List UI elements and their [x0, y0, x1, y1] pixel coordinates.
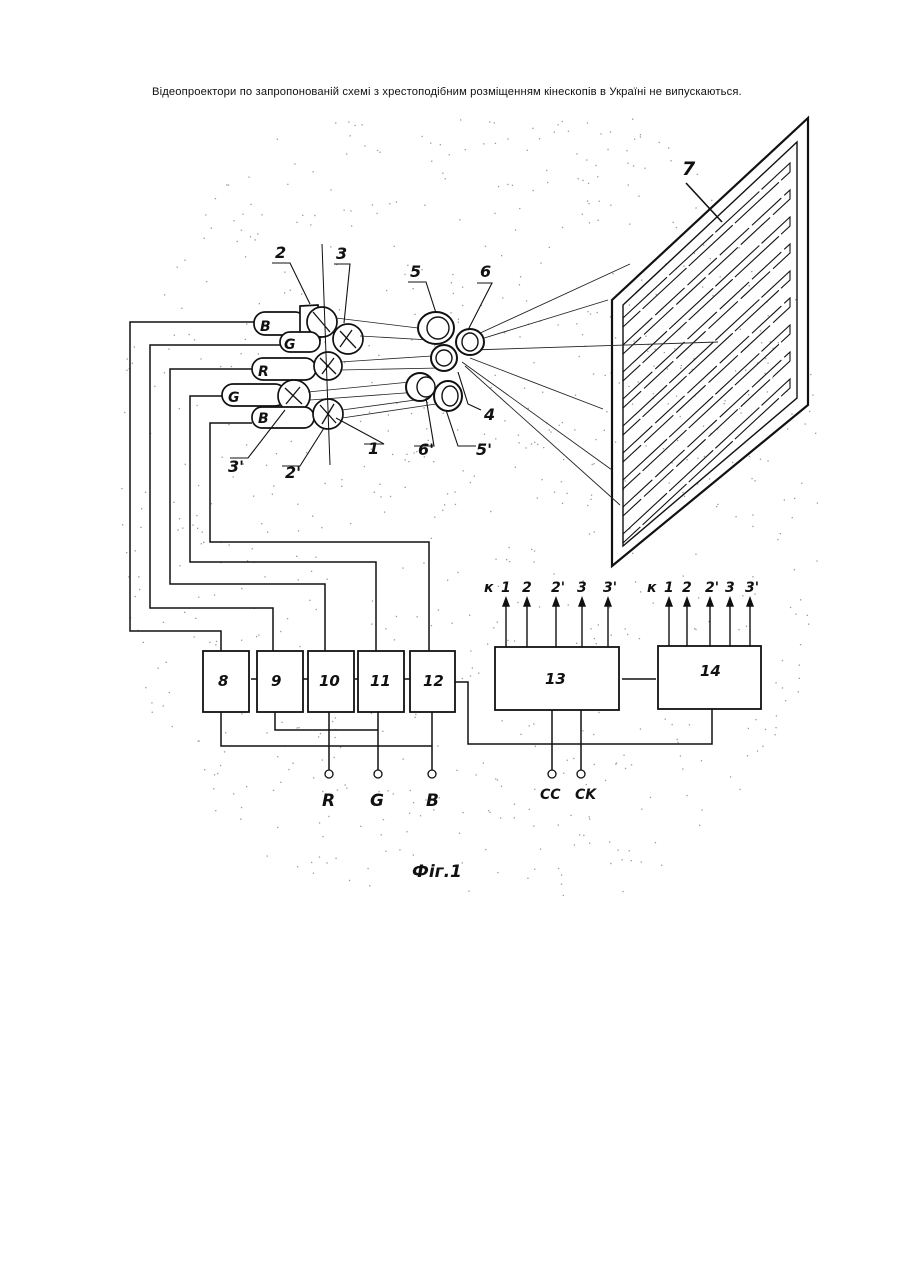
block-14-output-label: 2': [705, 580, 719, 596]
block-14-output-label: к: [647, 580, 657, 596]
block-10-label: 10: [319, 672, 340, 690]
label-screen-7: 7: [682, 158, 696, 180]
tube-label-g-top: G: [284, 337, 296, 353]
tube-label-b-lower: B: [258, 411, 269, 427]
label-tube-1: 1: [368, 439, 379, 458]
screen-stripes: [623, 163, 790, 543]
block-13-output-label: 3': [603, 580, 617, 596]
block-9-label: 9: [271, 672, 281, 690]
control-blocks: [203, 646, 761, 712]
input-terminals: [325, 770, 585, 778]
block-14-label: 14: [700, 662, 721, 680]
tube-label-b-top: B: [260, 319, 271, 335]
tube-label-g-lower: G: [228, 390, 240, 406]
kinescopes: [222, 244, 363, 465]
block-13-output-label: 2': [551, 580, 565, 596]
label-objective-5: 5: [410, 262, 421, 281]
block-12-label: 12: [423, 672, 444, 690]
block-13-output-label: 3: [577, 580, 587, 596]
label-tube-3: 3: [336, 244, 347, 263]
block-11-label: 11: [370, 672, 391, 690]
projection-rays: [462, 264, 718, 505]
block-13-label: 13: [545, 670, 566, 688]
input-r-label: R: [322, 791, 335, 811]
block-14-output-label: 3: [725, 580, 735, 596]
figure-caption: Фіг.1: [412, 862, 462, 882]
label-objective-6prime: 6': [418, 440, 434, 459]
label-tube-3prime: 3': [228, 457, 244, 476]
label-objective-4: 4: [483, 405, 495, 424]
tube-label-r: R: [258, 364, 269, 380]
block-14-output-label: 2: [682, 580, 692, 596]
block-14-output-label: 3': [745, 580, 759, 596]
input-g-label: G: [370, 791, 384, 811]
objective-lenses: [406, 312, 484, 411]
label-objective-5prime: 5': [476, 440, 492, 459]
scan-speckle: [121, 119, 818, 897]
label-tube-2prime: 2': [285, 463, 301, 482]
input-cc-label: CC: [540, 787, 561, 803]
block-13-output-label: 2: [522, 580, 532, 596]
block-13-output-label: 1: [501, 580, 511, 596]
input-ck-label: CK: [575, 787, 597, 803]
block-13-output-label: к: [484, 580, 494, 596]
label-tube-2: 2: [275, 243, 286, 262]
output-arrows: [503, 598, 753, 647]
input-b-label: B: [426, 791, 439, 811]
block-8-label: 8: [218, 672, 228, 690]
label-objective-6: 6: [480, 262, 491, 281]
block-14-output-label: 1: [664, 580, 674, 596]
